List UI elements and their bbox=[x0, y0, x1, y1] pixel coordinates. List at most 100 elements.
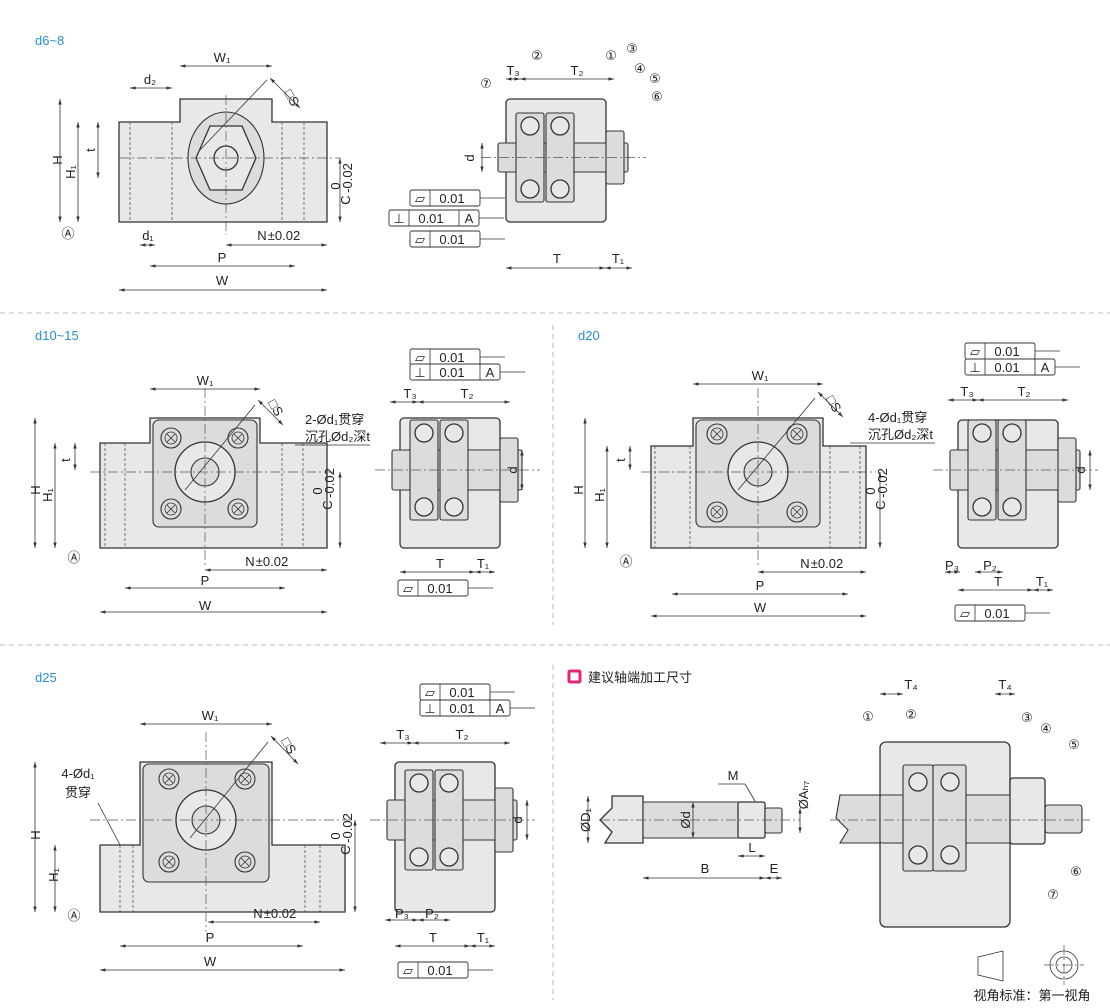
p-label: P bbox=[218, 250, 227, 265]
bolt-socket bbox=[238, 855, 252, 869]
ball bbox=[972, 497, 992, 517]
datum-a: Ⓐ bbox=[61, 226, 74, 241]
callout-7: ⑦ bbox=[480, 76, 492, 91]
c-upper-tolerance: 0 bbox=[328, 832, 343, 839]
line bbox=[97, 802, 121, 846]
shaft-tip bbox=[1044, 804, 1083, 834]
line bbox=[240, 774, 250, 784]
n-tolerance: ±0.02 bbox=[264, 906, 296, 921]
ball bbox=[940, 772, 960, 792]
datum-a: Ⓐ bbox=[619, 554, 632, 569]
d-label: d bbox=[505, 466, 520, 473]
bolt-socket bbox=[164, 502, 178, 516]
ballscrew-shaft bbox=[835, 794, 881, 844]
s-dimension bbox=[257, 399, 284, 426]
ball bbox=[409, 773, 429, 793]
w-label: W bbox=[216, 273, 229, 288]
t-label: t bbox=[58, 458, 73, 462]
callout-3: ③ bbox=[626, 41, 638, 56]
t2-label: T₂ bbox=[461, 386, 474, 401]
legend-marker bbox=[567, 669, 582, 684]
line bbox=[164, 857, 174, 867]
w1-label: W₁ bbox=[202, 708, 219, 723]
t-label: t bbox=[613, 458, 628, 462]
t3-label: T₃ bbox=[506, 63, 519, 78]
w1-label: W₁ bbox=[214, 50, 231, 65]
datum-reference: A bbox=[465, 211, 474, 226]
section-title: d10~15 bbox=[35, 328, 79, 343]
n-tolerance: ±0.02 bbox=[811, 556, 843, 571]
datum-reference: A bbox=[1041, 360, 1050, 375]
t-label: T bbox=[553, 251, 561, 266]
n-dimension-label: N bbox=[245, 554, 254, 569]
line bbox=[240, 857, 250, 867]
c-dimension-label: C bbox=[320, 500, 335, 509]
ball bbox=[439, 773, 459, 793]
p2-label: P₂ bbox=[425, 906, 439, 921]
tolerance-symbol: ⊥ bbox=[424, 701, 435, 716]
t2-label: T₂ bbox=[456, 727, 469, 742]
p3-label: P₃ bbox=[395, 906, 409, 921]
d2-label: d₂ bbox=[144, 72, 156, 87]
w1-label: W₁ bbox=[752, 368, 769, 383]
line bbox=[184, 404, 256, 491]
t4-label-right: T₄ bbox=[998, 677, 1011, 692]
ball bbox=[414, 497, 434, 517]
d1-label: d₁ bbox=[142, 228, 154, 243]
c-upper-tolerance: 0 bbox=[863, 487, 878, 494]
h-label: H bbox=[571, 485, 586, 494]
s-dimension bbox=[269, 77, 301, 109]
bolt-socket bbox=[164, 431, 178, 445]
tolerance-frame: ▱0.01 bbox=[419, 683, 515, 701]
tolerance-frame: ▱0.01 bbox=[397, 579, 493, 597]
tolerance-symbol: ▱ bbox=[960, 606, 970, 621]
e-label: E bbox=[770, 861, 779, 876]
h1-label: H₁ bbox=[40, 488, 55, 502]
h-label: H bbox=[28, 485, 43, 494]
n-dimension-label: N bbox=[800, 556, 809, 571]
s-dimension bbox=[817, 391, 844, 418]
callout-4: ④ bbox=[1040, 721, 1052, 736]
c-lower-tolerance: -0.02 bbox=[340, 813, 355, 843]
tolerance-value: 0.01 bbox=[418, 211, 443, 226]
hole-note-1: 4-Ød₁贯穿 bbox=[868, 410, 927, 425]
line bbox=[737, 397, 816, 491]
ball bbox=[444, 423, 464, 443]
t3-label: T₃ bbox=[396, 727, 409, 742]
tolerance-frame: ▱0.01 bbox=[964, 342, 1060, 360]
c-lower-tolerance: -0.02 bbox=[340, 163, 355, 193]
c-lower-tolerance: -0.02 bbox=[322, 468, 337, 498]
legend-label: 建议轴端加工尺寸 bbox=[588, 670, 692, 685]
ball bbox=[409, 847, 429, 867]
h-label: H bbox=[50, 155, 65, 164]
t2-label: T₂ bbox=[1018, 384, 1031, 399]
line bbox=[166, 504, 176, 514]
l-label: L bbox=[748, 840, 755, 855]
t4-label-left: T₄ bbox=[904, 677, 917, 692]
shaft-tip bbox=[764, 807, 783, 834]
tolerance-symbol: ▱ bbox=[425, 685, 435, 700]
line bbox=[712, 507, 722, 517]
t-label: T bbox=[436, 556, 444, 571]
section-title: d25 bbox=[35, 670, 57, 685]
line bbox=[233, 504, 243, 514]
s-label: □S bbox=[265, 397, 286, 419]
w-label: W bbox=[204, 954, 217, 969]
tolerance-symbol: ▱ bbox=[415, 350, 425, 365]
tolerance-frame: ▱0.01 bbox=[409, 348, 505, 366]
t-label: T bbox=[429, 930, 437, 945]
line bbox=[792, 507, 802, 517]
w1-label: W₁ bbox=[197, 373, 214, 388]
callout-4: ④ bbox=[634, 61, 646, 76]
tolerance-symbol: ⊥ bbox=[414, 365, 425, 380]
ball bbox=[520, 116, 540, 136]
w-label: W bbox=[199, 598, 212, 613]
c-upper-tolerance: 0 bbox=[328, 182, 343, 189]
t-label: T bbox=[994, 574, 1002, 589]
section-title: d20 bbox=[578, 328, 600, 343]
